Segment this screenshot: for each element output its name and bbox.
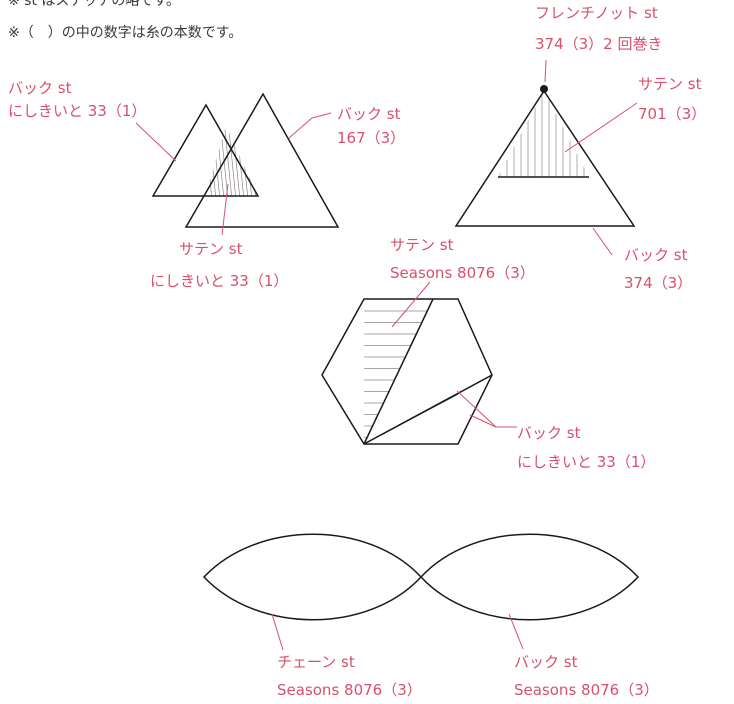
leader-right-triangle <box>592 227 613 256</box>
leader-small-triangle <box>135 122 177 162</box>
overlap-satin-hatch-line <box>243 126 253 196</box>
note-thread-count: ※（ ）の中の数字は糸の本数です。 <box>8 25 243 41</box>
lens-left <box>202 533 423 621</box>
label-overlap-satin-thread: にしきいと 33（1） <box>150 272 289 290</box>
overlap-satin-hatch-line <box>260 120 268 200</box>
overlap-satin-hatch-line <box>247 126 257 196</box>
lens-right <box>419 533 640 621</box>
label-lens-back-stitch: バック st <box>514 653 578 671</box>
label-right-triangle-stitch: バック st <box>624 246 688 264</box>
label-hexagon-back-stitch: バック st <box>517 424 581 442</box>
overlap-satin-hatch-line <box>223 126 233 196</box>
label-top-satin-stitch: サテン st <box>638 75 702 93</box>
leader-top-satin <box>564 102 638 153</box>
label-lens-back-thread: Seasons 8076（3） <box>514 681 659 699</box>
leader-hexagon-satin <box>391 281 431 328</box>
leader-lens-chain <box>271 613 284 651</box>
overlap-satin-hatch-line <box>227 126 237 196</box>
right-triangle <box>454 89 636 227</box>
label-right-triangle-thread: 374（3） <box>624 274 693 292</box>
label-lens-chain-thread: Seasons 8076（3） <box>277 681 422 699</box>
overlap-satin-hatch-line <box>255 126 258 196</box>
large-triangle <box>184 92 340 228</box>
small-triangle <box>151 103 260 197</box>
hexagon-satin-edge <box>363 298 434 445</box>
label-french-knot-stitch: フレンチノット st <box>535 4 658 22</box>
label-large-triangle-stitch: バック st <box>337 105 401 123</box>
leader-lens-back <box>508 613 524 650</box>
hexagon-stitch-line <box>363 393 459 445</box>
label-hexagon-back-thread: にしきいと 33（1） <box>517 453 656 471</box>
label-top-satin-thread: 701（3） <box>638 105 707 123</box>
leader-hexagon-back-2 <box>469 414 497 428</box>
overlap-satin-hatch-line <box>231 126 241 196</box>
leader-overlap-satin <box>221 183 229 236</box>
overlap-satin-hatch-line <box>215 126 225 196</box>
label-hexagon-satin-stitch: サテン st <box>390 236 454 254</box>
label-large-triangle-thread: 167（3） <box>337 129 406 147</box>
french-knot-dot <box>540 85 548 93</box>
label-french-knot-thread: 374（3）2 回巻き <box>535 35 663 53</box>
label-hexagon-satin-thread: Seasons 8076（3） <box>390 264 535 282</box>
leader-large-triangle <box>288 112 332 139</box>
label-lens-chain-stitch: チェーン st <box>277 653 355 671</box>
leader-hexagon-back <box>456 390 517 428</box>
note-abbreviation: ※ st はステッチの略です。 <box>8 0 181 9</box>
label-overlap-satin-stitch: サテン st <box>179 240 243 258</box>
label-small-triangle-stitch: バック st <box>8 79 72 97</box>
leader-french-knot <box>544 59 547 83</box>
overlap-satin-hatch-line <box>211 126 221 196</box>
label-small-triangle-thread: にしきいと 33（1） <box>8 102 147 120</box>
hexagon <box>321 298 493 445</box>
